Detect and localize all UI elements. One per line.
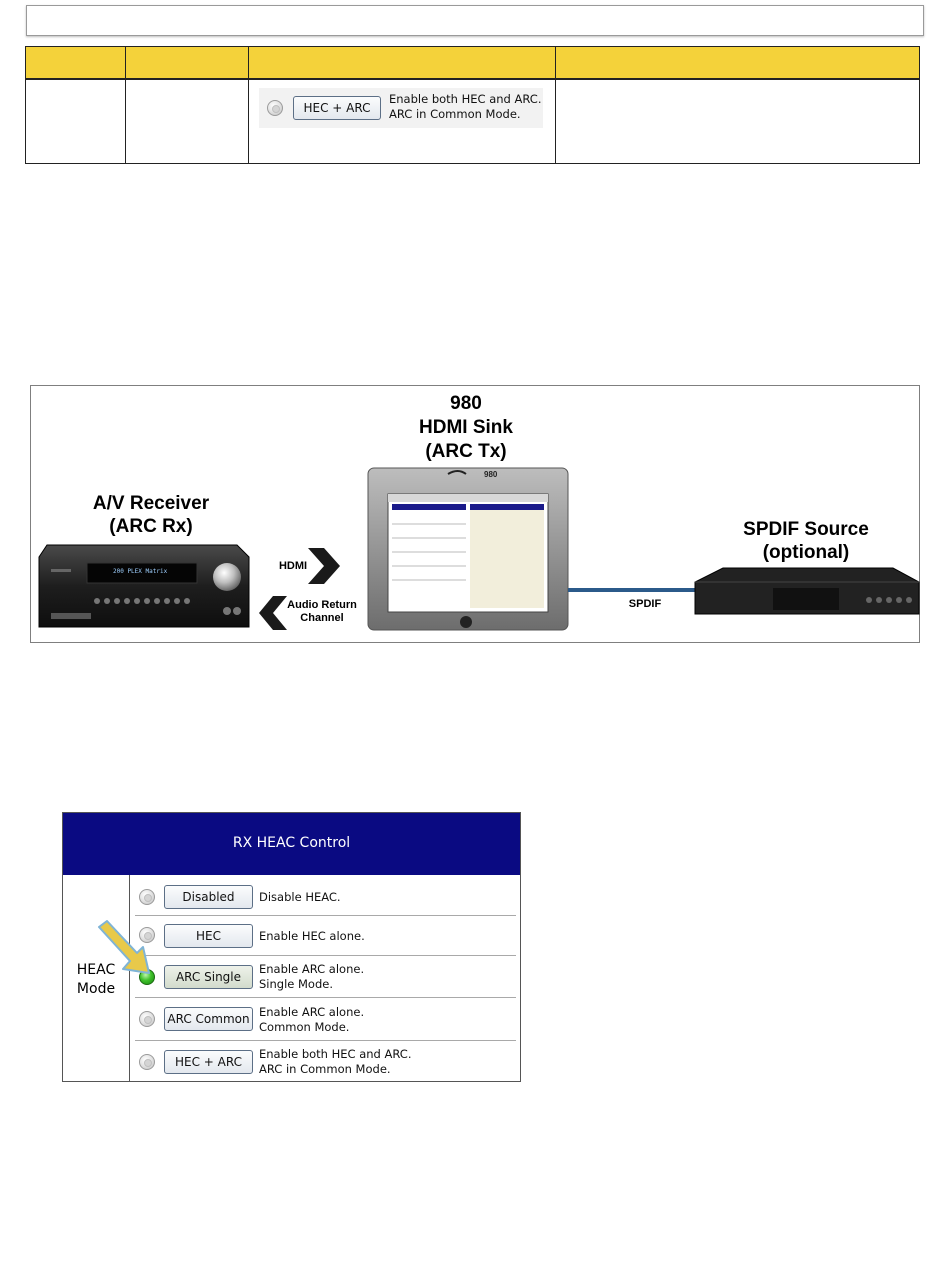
spdif-label: SPDIF — [628, 598, 662, 610]
radio-icon[interactable] — [267, 100, 283, 116]
radio-hec-arc[interactable] — [139, 1054, 155, 1070]
radio-hec[interactable] — [139, 927, 155, 943]
table-cell-screenshot: HEC + ARC Enable both HEC and ARC. ARC i… — [248, 79, 556, 164]
mode-description: Enable ARC alone. Common Mode. — [259, 1005, 365, 1034]
mode-table: HEC + ARC Enable both HEC and ARC. ARC i… — [25, 46, 920, 164]
device-badge: 980 — [484, 470, 498, 479]
receiver-label: A/V Receiver (ARC Rx) — [92, 493, 210, 537]
table-cell — [125, 79, 249, 164]
table-header-cell — [125, 46, 249, 79]
hdmi-sink-device-image — [367, 467, 569, 631]
hec-button[interactable]: HEC — [164, 924, 253, 948]
radio-arc-common[interactable] — [139, 1011, 155, 1027]
table-cell — [25, 79, 126, 164]
hec-arc-button[interactable]: HEC + ARC — [164, 1050, 253, 1074]
top-header-strip — [26, 5, 924, 36]
mode-description: Enable HEC alone. — [259, 929, 365, 943]
row-divider — [135, 997, 516, 998]
source-label: SPDIF Source (optional) — [743, 519, 869, 563]
table-header-cell — [25, 46, 126, 79]
receiver-display: 200 PLEX Matrix — [113, 568, 168, 575]
arc-label: Audio Return Channel — [287, 599, 357, 624]
row-divider — [135, 915, 516, 916]
av-receiver-image — [38, 544, 250, 628]
mode-row-snapshot: HEC + ARC Enable both HEC and ARC. ARC i… — [259, 88, 543, 128]
mode-description: Enable both HEC and ARC. ARC in Common M… — [259, 1047, 412, 1076]
hdmi-arrow-icon — [308, 548, 340, 584]
mode-description: Enable ARC alone. Single Mode. — [259, 962, 365, 991]
mode-description: Enable both HEC and ARC. ARC in Common M… — [389, 92, 542, 121]
mode-description: Disable HEAC. — [259, 890, 341, 904]
spdif-cable — [568, 588, 698, 592]
table-header-cell — [555, 46, 920, 79]
spdif-source-image — [694, 567, 920, 615]
sink-label: 980 HDMI Sink (ARC Tx) — [419, 393, 513, 462]
radio-disabled[interactable] — [139, 889, 155, 905]
heac-control-panel: RX HEAC Control HEAC Mode Disabled Disab… — [62, 812, 521, 1082]
pointer-arrow-icon — [98, 920, 150, 974]
panel-title: RX HEAC Control — [63, 813, 520, 875]
row-divider — [135, 955, 516, 956]
disabled-button[interactable]: Disabled — [164, 885, 253, 909]
row-divider — [135, 1040, 516, 1041]
table-cell — [555, 79, 920, 164]
heac-mode-column: HEAC Mode — [63, 875, 130, 1081]
heac-mode-label: HEAC Mode — [76, 962, 116, 997]
hdmi-label: HDMI — [278, 560, 308, 572]
hec-arc-button[interactable]: HEC + ARC — [293, 96, 381, 120]
arc-common-button[interactable]: ARC Common — [164, 1007, 253, 1031]
arc-setup-diagram: 980 HDMI Sink (ARC Tx) A/V Receiver (ARC… — [30, 385, 920, 643]
arc-single-button[interactable]: ARC Single — [164, 965, 253, 989]
arc-arrow-icon — [259, 596, 287, 630]
table-header-cell — [248, 46, 556, 79]
